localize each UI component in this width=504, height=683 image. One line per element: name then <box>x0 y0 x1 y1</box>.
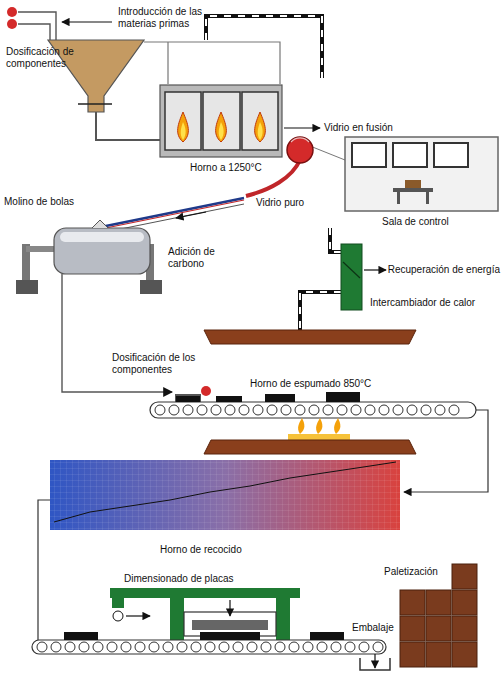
hopper-gate <box>78 103 112 105</box>
energy-arrow <box>364 269 386 270</box>
label-box: Vidrio puro <box>256 197 304 209</box>
transfer-line <box>38 500 50 640</box>
plates <box>176 392 360 402</box>
process-label: Vidrio puro <box>256 197 304 208</box>
exit-conveyor <box>32 640 386 654</box>
flue-duct <box>206 16 322 78</box>
label-box: Embalaje <box>352 622 394 634</box>
process-label: Sala de control <box>382 216 449 227</box>
process-label: Horno a 1250°C <box>190 162 262 173</box>
process-label: Dosificación de los componentes <box>112 352 195 375</box>
heat-exchanger <box>341 244 362 310</box>
oven-roof <box>204 330 416 344</box>
label-box: Dosificación de componentes <box>6 46 94 70</box>
process-label: Molino de bolas <box>4 196 74 207</box>
label-box: Dimensionado de placas <box>124 573 234 585</box>
label-box: Horno de recocido <box>160 544 242 556</box>
conveyor-rollers <box>37 642 383 652</box>
label-box: Horno a 1250°C <box>190 162 262 174</box>
feed-arrow <box>62 21 112 22</box>
process-label: Adición de carbono <box>168 246 215 269</box>
transfer-line <box>404 410 488 492</box>
feed-pipes <box>18 12 56 42</box>
oven-floor <box>204 440 416 454</box>
dosing-valve <box>201 386 211 396</box>
process-label: Recuperación de energía <box>388 264 500 275</box>
cutting-station <box>110 588 300 640</box>
furnace-windows <box>165 92 278 150</box>
label-box: Introducción de las materias primas <box>118 6 222 30</box>
label-box: Horno de espumado 850°C <box>250 378 371 390</box>
process-label: Horno de espumado 850°C <box>250 378 371 389</box>
feed-pipe <box>96 112 162 140</box>
foam-conveyor <box>150 402 476 418</box>
process-label: Dimensionado de placas <box>124 573 234 584</box>
process-label: Vidrio en fusión <box>324 122 393 133</box>
process-label: Embalaje <box>352 622 394 633</box>
label-box: Intercambiador de calor <box>370 297 475 309</box>
pallet-stack <box>400 564 477 667</box>
process-label: Horno de recocido <box>160 544 242 555</box>
label-box: Recuperación de energía <box>388 264 500 276</box>
annealing-furnace <box>50 460 400 530</box>
label-box: Paletización <box>384 566 438 578</box>
conveyor-rollers <box>155 405 459 415</box>
control-room <box>345 137 498 211</box>
plates <box>64 632 344 640</box>
dosing-tray <box>175 394 201 402</box>
label-box: Molino de bolas <box>4 196 74 208</box>
valve-symbol <box>7 19 17 29</box>
label-box: Adición de carbono <box>168 246 238 270</box>
valve-symbol <box>7 7 17 17</box>
melting-furnace <box>160 85 282 157</box>
label-box: Vidrio en fusión <box>324 122 393 134</box>
process-label: Paletización <box>384 566 438 577</box>
process-label: Dosificación de componentes <box>6 46 74 69</box>
flow-arrow <box>176 212 206 218</box>
burner-flames <box>288 418 350 440</box>
ball-mill <box>16 220 162 294</box>
process-label: Intercambiador de calor <box>370 297 475 308</box>
melt-arrow <box>284 127 320 128</box>
bracket <box>144 42 280 84</box>
ladle <box>287 137 313 163</box>
temperature-curve <box>54 462 396 522</box>
label-box: Sala de control <box>382 216 449 228</box>
exchanger-duct <box>300 228 341 330</box>
process-label: Introducción de las materias primas <box>118 6 202 29</box>
label-box: Dosificación de los componentes <box>112 352 212 376</box>
